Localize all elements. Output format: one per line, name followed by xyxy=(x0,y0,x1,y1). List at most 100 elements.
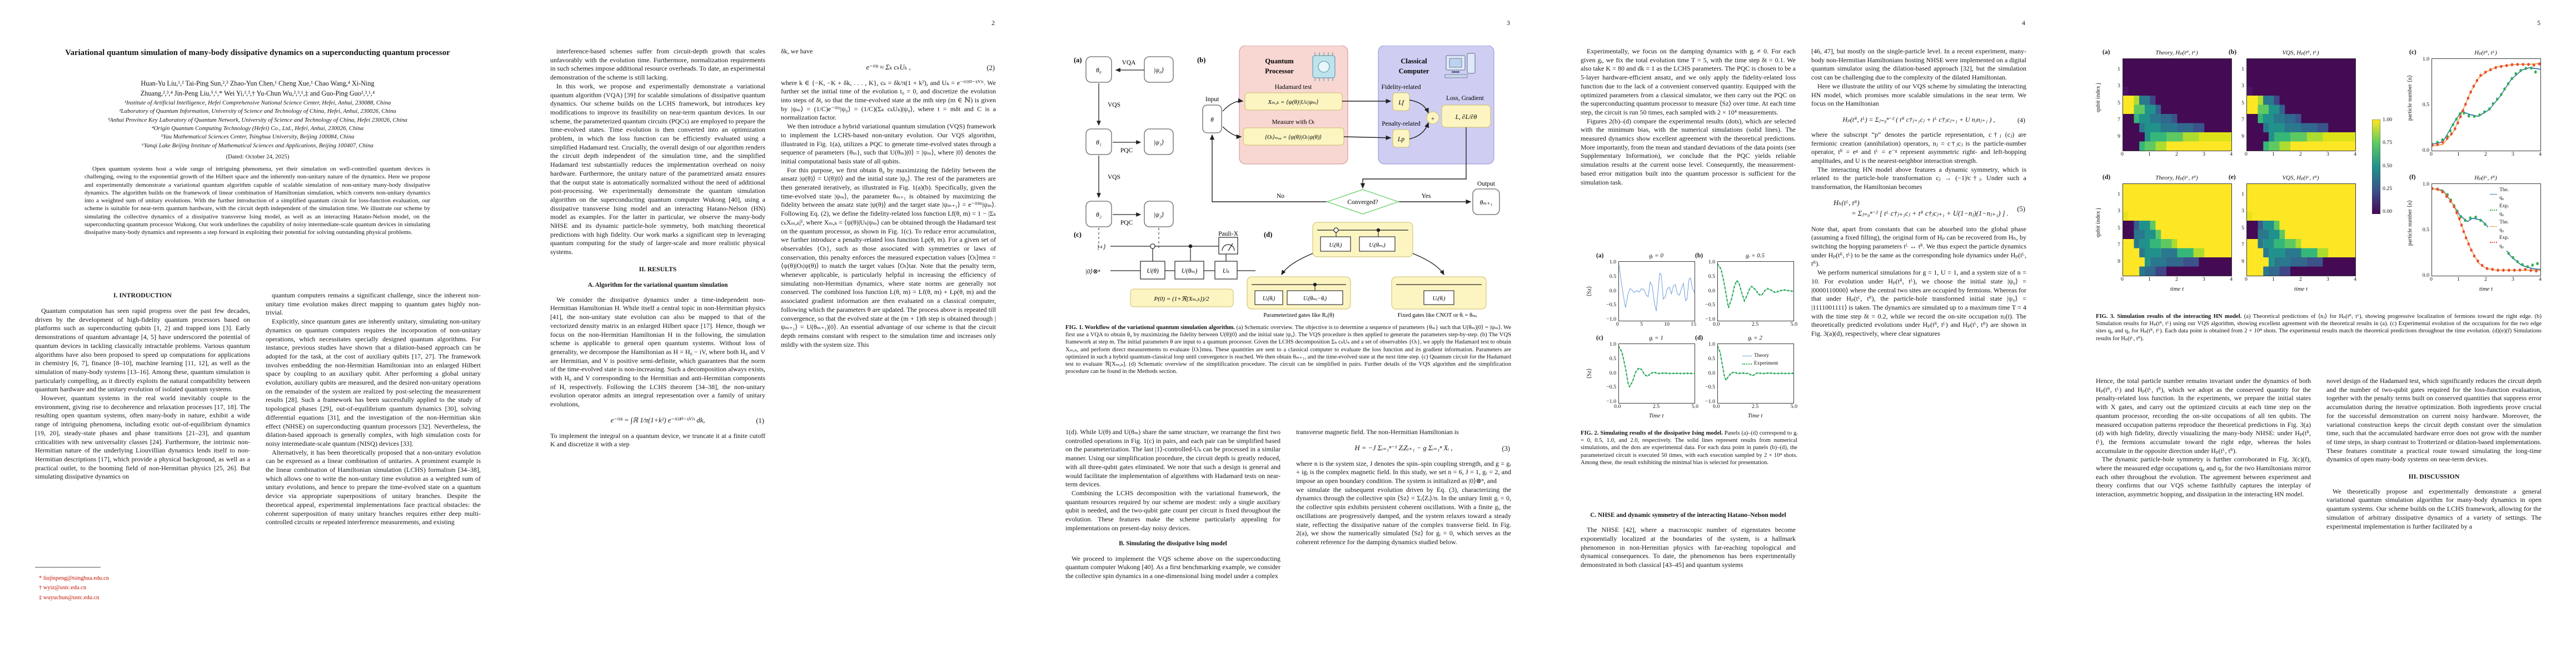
fig1-ui1b: Uᵢ(θᵢ) xyxy=(1263,296,1275,302)
fig1-pqc-label-1: PQC xyxy=(1120,147,1133,154)
text-item: −0.5 xyxy=(1705,384,1715,391)
fig1-vqa-label: VQA xyxy=(1122,59,1137,66)
text-item: 2 xyxy=(2484,151,2487,157)
fig1-plus-state: |+⟩ xyxy=(1097,244,1105,251)
paragraph: 1(d). While U(θ) and U(θₘ) share the sam… xyxy=(1065,428,1280,489)
output-box xyxy=(1472,188,1500,215)
fig3-caption-rest: (a) Theoretical predictions of ⟨nⱼ⟩ for … xyxy=(2096,313,2542,342)
fig1-theta1: θ₁ xyxy=(1096,140,1102,146)
fig1-penalty-label: Penalty-related xyxy=(1382,121,1421,127)
fig1-converged: Converged? xyxy=(1347,199,1378,206)
fig1-arrows xyxy=(1209,98,1472,205)
legend-the-q8-line xyxy=(2490,193,2498,195)
fig1-psi0: |ψ₀⟩ xyxy=(1154,67,1164,74)
text-item: 3 xyxy=(2117,83,2120,89)
text-item: 0.25 xyxy=(2383,185,2393,192)
text-item: 9 xyxy=(2117,133,2120,140)
text-item: 0.50 xyxy=(2383,162,2393,169)
text-item: 3 xyxy=(2203,151,2205,157)
text-item: 7 xyxy=(2241,241,2244,248)
paragraph: transverse magnetic field. The non-Hermi… xyxy=(1296,428,1459,436)
author-list: Huan-Yu Liu,¹,² Tai-Ping Sun,²,³ Zhao-Yu… xyxy=(67,78,449,99)
section-heading-discussion: III. DISCUSSION xyxy=(2408,472,2460,481)
fig1-output-label: Output xyxy=(1477,181,1496,187)
fig1-fixed-caption: Fixed gates like CNOT or θᵢ = θₘᵢ xyxy=(1398,312,1477,318)
text-item: 1 xyxy=(2457,276,2460,282)
paragraph: We then introduce a hybrid variational q… xyxy=(781,122,996,165)
text-item: 3 xyxy=(2117,208,2120,215)
page-number: 4 xyxy=(2022,19,2025,27)
text-item: 7 xyxy=(2241,116,2244,123)
text-item: 1 xyxy=(2272,276,2275,282)
fig2-b-plot xyxy=(1717,261,1794,321)
paragraph: we simulate the subsequent evolution dri… xyxy=(1296,485,1511,546)
chip-icon xyxy=(1312,52,1336,81)
legend-exp-label: Experiment xyxy=(1754,361,1778,367)
text-item: ¹Institute of Artificial Intelligence, H… xyxy=(124,99,391,106)
authors-line-1: Huan-Yu Liu,¹,² Tai-Ping Sun,²,³ Zhao-Yu… xyxy=(141,79,375,87)
fig1-cc-title-1: Classical xyxy=(1401,57,1427,65)
text-item: 1 xyxy=(2241,191,2244,197)
fig2-b-title: gᵢ = 0.5 xyxy=(1746,252,1765,259)
text-item: 3 xyxy=(2241,208,2244,215)
fig3-d-xlabel: time t xyxy=(2170,286,2184,292)
p2-right-column: δk, we have e⁻ⁱᴴᵗ ≈ Σₖ cₖUₖ , (2) where … xyxy=(781,47,996,659)
fig1-svg: (a) θ₀ |ψ₀⟩ θ₁ xyxy=(1074,45,1500,318)
equation-1: e⁻ⁱᴴᵗ = ∫ℝ 1∕π(1+k²) e⁻ⁱ⁽ᴴ⁰⁻ᵏⱽ⁾ᵗ dk, (1) xyxy=(550,415,765,426)
fig1-no: No xyxy=(1277,193,1284,200)
text-item: 0.0 xyxy=(1614,404,1621,410)
fig2-a-title: gᵢ = 0 xyxy=(1649,252,1663,259)
text-item: 1.00 xyxy=(2383,117,2393,123)
text-item: 4 xyxy=(2539,276,2542,282)
fig1-label-b: (b) xyxy=(1197,56,1205,64)
text-item: 5.0 xyxy=(1790,321,1797,327)
fig1-ui2: Uᵢ(θᵢ) xyxy=(1432,296,1446,302)
fig3-e-title: VQS, Hₚ(tᴸ, tᴿ) xyxy=(2282,175,2319,181)
fig1-label-c: (c) xyxy=(1074,231,1082,238)
fig3-ylabel-n-2: particle number ⟨n⟩ xyxy=(2407,200,2414,246)
fig3-d-title: Theory, Hₚ(tᴸ, tᴿ) xyxy=(2155,175,2198,181)
text-item: 0.0 xyxy=(1609,370,1616,376)
fig1-psi2: |ψ₂⟩ xyxy=(1154,212,1164,218)
fig3-f-title: Hₚ(tᴸ, tᴿ) xyxy=(2474,175,2497,181)
fig1-p0: P(0) = (1+ℜ[Xₘ,ₖ])/2 xyxy=(1153,296,1209,302)
text-item: 1 xyxy=(2241,66,2244,72)
legend-the-q8: The. q₈ xyxy=(2499,187,2509,201)
fig3-e-label: (e) xyxy=(2229,174,2236,181)
fig1-plus: + xyxy=(1431,116,1435,122)
fig1-caption: FIG. 1. Workflow of the variational quan… xyxy=(1065,324,1511,375)
fig3-f-label: (f) xyxy=(2409,174,2416,181)
subsection-heading-a: A. Algorithm for the variational quantum… xyxy=(587,281,728,288)
text-item: 4 xyxy=(2354,151,2356,157)
fig3-ylabel-hm-2: qubit index j xyxy=(2095,207,2102,238)
legend-exp-q9-line xyxy=(2490,241,2498,243)
text-item: 2 xyxy=(2175,276,2178,282)
fig3-c-exp-q8 xyxy=(2432,66,2539,146)
fig1-measure-label: Measure with Oₗ xyxy=(1272,119,1315,126)
text-item: 7 xyxy=(2117,241,2120,248)
text-item: ⁴Origin Quantum Computing Technology (He… xyxy=(151,125,364,132)
section-heading-introduction: I. INTRODUCTION xyxy=(113,291,172,299)
p1-left-column: Quantum computation has seen rapid progr… xyxy=(35,307,250,550)
equation-5-line1: Hₕ(tᴸ, tᴿ) xyxy=(1833,198,1860,207)
text-item: 0 xyxy=(2121,276,2124,282)
text-item: −0.5 xyxy=(1606,302,1616,308)
text-item: 3 xyxy=(2203,276,2205,282)
paragraph: Hence, the total particle number remains… xyxy=(2096,377,2311,455)
p4-right-column: [46, 47], but mostly on the single-parti… xyxy=(1811,47,2026,660)
fig3-a-title: Theory, Hₚ(tᴿ, tᴸ) xyxy=(2155,49,2198,56)
fig2-a-label: (a) xyxy=(1596,252,1604,259)
text-item: 5.0 xyxy=(1691,404,1698,410)
p3-left-column: 1(d). While U(θ) and U(θₘ) share the sam… xyxy=(1065,428,1280,660)
fig3-f-exp-q8 xyxy=(2432,187,2540,270)
fig1-label-d: (d) xyxy=(1264,231,1272,238)
page-4: 4 Experimentally, we focus on the dampin… xyxy=(1546,0,2061,667)
